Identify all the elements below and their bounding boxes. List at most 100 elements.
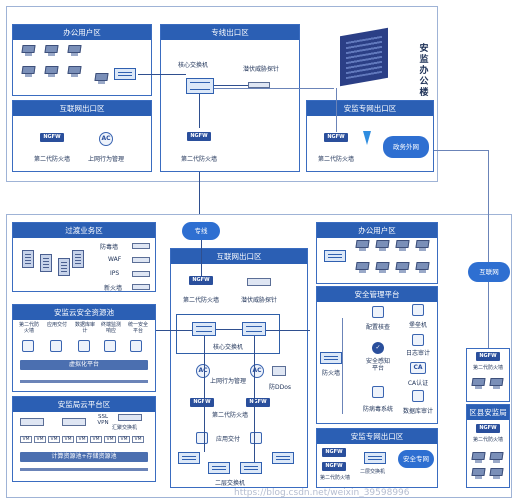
- platform-switch-icon: [62, 418, 86, 426]
- virus-system-label: 防病毒系统: [362, 406, 394, 413]
- vm-icon: VM: [132, 436, 144, 443]
- vm-icon: VM: [76, 436, 88, 443]
- safety-net-label: 安全专网: [403, 455, 429, 463]
- ca-icon: CA: [410, 362, 426, 374]
- l2-switch-icon: [272, 452, 294, 464]
- virus-system-icon: [372, 386, 384, 398]
- db-audit-label: 数据库审计: [402, 408, 434, 415]
- security-platform-title: 安全管理平台: [317, 287, 437, 302]
- internet-label: 互联网: [479, 268, 499, 276]
- link-line: [199, 94, 200, 128]
- ngfw-label: 第二代防火墙: [472, 437, 504, 443]
- ac-icon: AC: [99, 132, 113, 146]
- dedicated-line-label: 专线: [194, 227, 208, 235]
- ngfw-icon: NGFW: [246, 398, 270, 407]
- link-line: [199, 172, 200, 218]
- bastion-icon: [412, 304, 424, 316]
- app-delivery-label: 应用交付: [215, 436, 241, 443]
- pc-icon: [490, 468, 503, 479]
- ips-label: IPS: [110, 270, 120, 277]
- ngfw-icon: NGFW: [190, 398, 214, 407]
- db-audit-icon: [412, 390, 424, 402]
- threat-probe-label: 潜伏威胁探针: [240, 297, 278, 304]
- l2-switch-label: 二层交换机: [360, 469, 386, 475]
- pc-icon: [95, 73, 108, 84]
- ngfw-icon: NGFW: [322, 448, 346, 457]
- pc-icon: [356, 262, 369, 273]
- gov-network-cloud: 政务外网: [383, 136, 429, 158]
- link-line: [254, 336, 255, 462]
- vm-icon: VM: [90, 436, 102, 443]
- link-line: [434, 150, 488, 151]
- ngfw-label: 第二代防火墙: [317, 156, 355, 163]
- waf-icon: [132, 257, 150, 263]
- vm-icon: VM: [62, 436, 74, 443]
- ngfw-icon: NGFW: [322, 462, 346, 471]
- pool-ngfw-icon: [22, 340, 34, 352]
- core-switch-icon: [192, 322, 216, 336]
- pool-item: 数据库审计: [74, 322, 95, 334]
- platform-switch-icon: [20, 418, 44, 426]
- pc-icon: [22, 66, 35, 77]
- server-icon: [22, 250, 34, 268]
- pool-item: 应用交付: [46, 322, 67, 328]
- link-line: [138, 74, 186, 75]
- threat-probe-icon: [247, 278, 271, 286]
- ngfw-label: 第二代防火墙: [33, 156, 71, 163]
- pc-icon: [396, 240, 409, 251]
- aggregation-switch-icon: [118, 414, 142, 421]
- vm-icon: VM: [118, 436, 130, 443]
- ddos-label: 防DDos: [268, 384, 292, 391]
- compute-pool-underline: [20, 468, 148, 471]
- l2-switch-icon: [240, 462, 262, 474]
- anti-virus-label: 防毒墙: [100, 244, 119, 251]
- bastion-label: 堡垒机: [408, 322, 428, 329]
- pool-platform-icon: [130, 340, 142, 352]
- l2-switch-icon: [178, 452, 200, 464]
- pc-icon: [472, 468, 485, 479]
- pc-icon: [376, 262, 389, 273]
- bandwidth-mgmt-label: 上网行为管理: [87, 156, 125, 163]
- office-zone-top: 办公用户区: [12, 24, 152, 96]
- config-check-label: 配置核查: [365, 324, 391, 331]
- pc-icon: [416, 262, 429, 273]
- pc-icon: [472, 378, 485, 389]
- ac-icon: AC: [250, 364, 264, 378]
- ngfw-label: 第二代防火墙: [182, 297, 220, 304]
- internet-exit-zone-top-title: 互联网出口区: [13, 101, 151, 116]
- pc-icon: [490, 452, 503, 463]
- ngfw-label: 第二代防火墙: [472, 365, 504, 371]
- dedicated-exit-zone-title: 专线出口区: [161, 25, 299, 40]
- lightning-icon: [363, 131, 371, 145]
- link-line: [214, 88, 334, 89]
- pool-item: 终端监测响应: [100, 322, 121, 334]
- pool-bottom-line: [20, 380, 148, 383]
- config-check-icon: [372, 306, 384, 318]
- internet-exit-zone-top: 互联网出口区: [12, 100, 152, 172]
- link-line: [214, 85, 248, 86]
- link-line: [336, 88, 337, 132]
- pool-item: 第二代防火墙: [18, 322, 39, 334]
- vm-icon: VM: [104, 436, 116, 443]
- pc-icon: [396, 262, 409, 273]
- ngfw-icon: NGFW: [189, 276, 213, 285]
- ddos-icon: [272, 366, 286, 376]
- vm-icon: VM: [20, 436, 32, 443]
- ngfw-icon: NGFW: [324, 133, 348, 142]
- ngfw-icon: NGFW: [476, 352, 500, 361]
- safety-exit-zone-bottom-title: 安监专网出口区: [317, 429, 437, 444]
- link-line: [204, 336, 205, 452]
- app-delivery-icon: [196, 432, 208, 444]
- vm-icon: VM: [48, 436, 60, 443]
- pc-icon: [416, 240, 429, 251]
- core-switch-icon: [242, 322, 266, 336]
- ngfw-label: 第二代防火墙: [180, 156, 218, 163]
- virtual-platform-bar: 虚拟化平台: [20, 360, 148, 370]
- l2-switch-label: 二层交换机: [214, 480, 246, 487]
- cloud-pool-title: 安监云安全资源池: [13, 305, 155, 320]
- waf-label: WAF: [108, 256, 122, 263]
- office-zone-top-title: 办公用户区: [13, 25, 151, 40]
- transition-zone-title: 过渡业务区: [13, 223, 155, 238]
- l2-switch-icon: [208, 462, 230, 474]
